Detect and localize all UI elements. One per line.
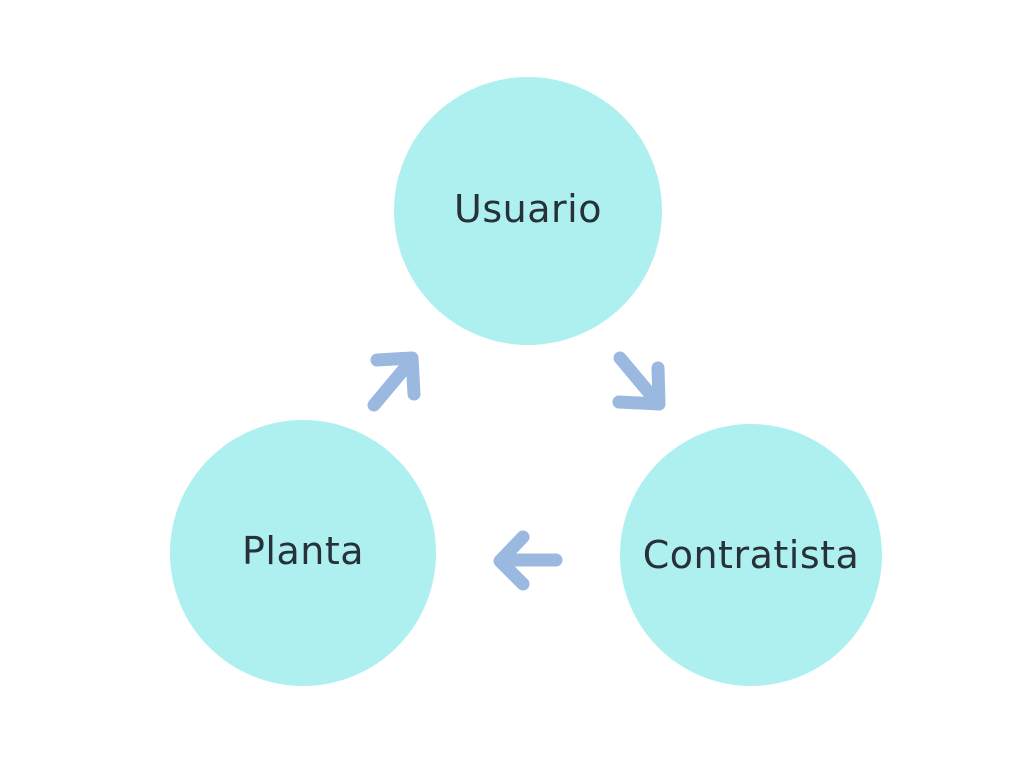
node-label-contratista: Contratista — [642, 533, 860, 577]
arrow-up-right-icon — [367, 351, 421, 412]
node-planta: Planta — [170, 420, 436, 686]
node-contratista: Contratista — [620, 424, 882, 686]
arrow-down-right-icon — [612, 351, 666, 411]
node-label-planta: Planta — [241, 529, 365, 573]
node-label-usuario: Usuario — [454, 187, 602, 231]
arrow-left-icon — [493, 530, 563, 591]
node-usuario: Usuario — [394, 77, 662, 345]
